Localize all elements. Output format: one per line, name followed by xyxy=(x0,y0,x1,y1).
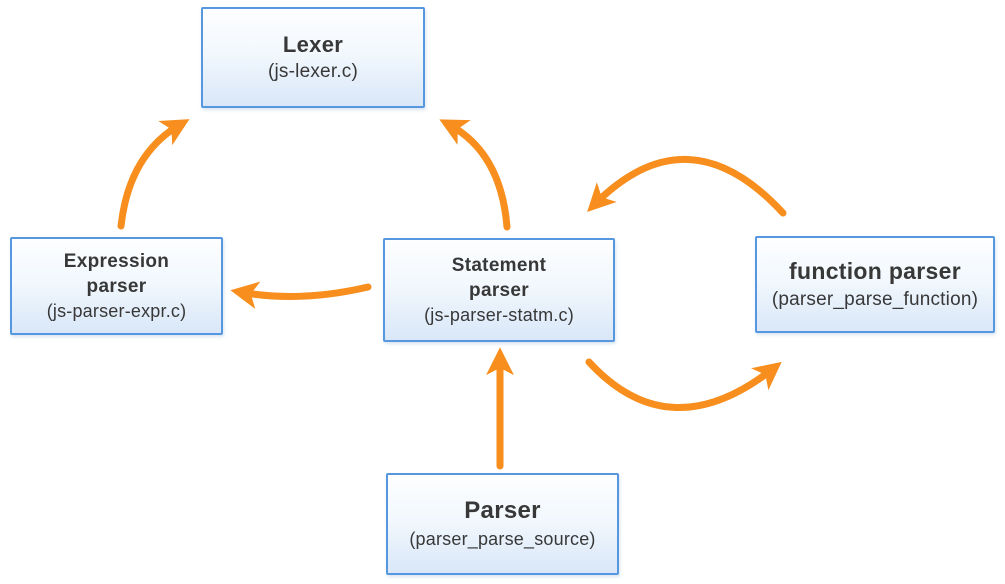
arrow-function-parser-to-statement-parser xyxy=(587,156,787,217)
node-statement-parser-title: Statement parser xyxy=(451,254,547,301)
node-statement-parser-subtitle: (js-parser-statm.c) xyxy=(424,304,574,325)
node-function-parser-subtitle: (parser_parse_function) xyxy=(771,288,979,310)
arrow-statement-parser-to-function-parser xyxy=(585,358,782,411)
node-parser: Parser (parser_parse_source) xyxy=(386,473,619,575)
arrow-statement-parser-to-lexer xyxy=(439,119,511,231)
node-statement-parser: Statement parser (js-parser-statm.c) xyxy=(383,238,615,342)
node-function-parser-title: function parser xyxy=(789,257,961,284)
node-lexer-subtitle: (js-lexer.c) xyxy=(267,60,358,82)
node-lexer-title: Lexer xyxy=(282,31,344,57)
node-expression-parser-title: Expression parser xyxy=(63,250,170,297)
node-parser-title: Parser xyxy=(464,497,541,524)
node-expression-parser: Expression parser (js-parser-expr.c) xyxy=(10,237,223,335)
node-parser-subtitle: (parser_parse_source) xyxy=(409,529,596,549)
arrow-expression-parser-to-lexer xyxy=(117,119,190,230)
node-function-parser: function parser (parser_parse_function) xyxy=(755,236,995,333)
node-expression-parser-subtitle: (js-parser-expr.c) xyxy=(46,300,187,321)
arrow-statement-parser-to-expression-parser xyxy=(230,281,372,310)
node-lexer: Lexer (js-lexer.c) xyxy=(201,7,425,108)
